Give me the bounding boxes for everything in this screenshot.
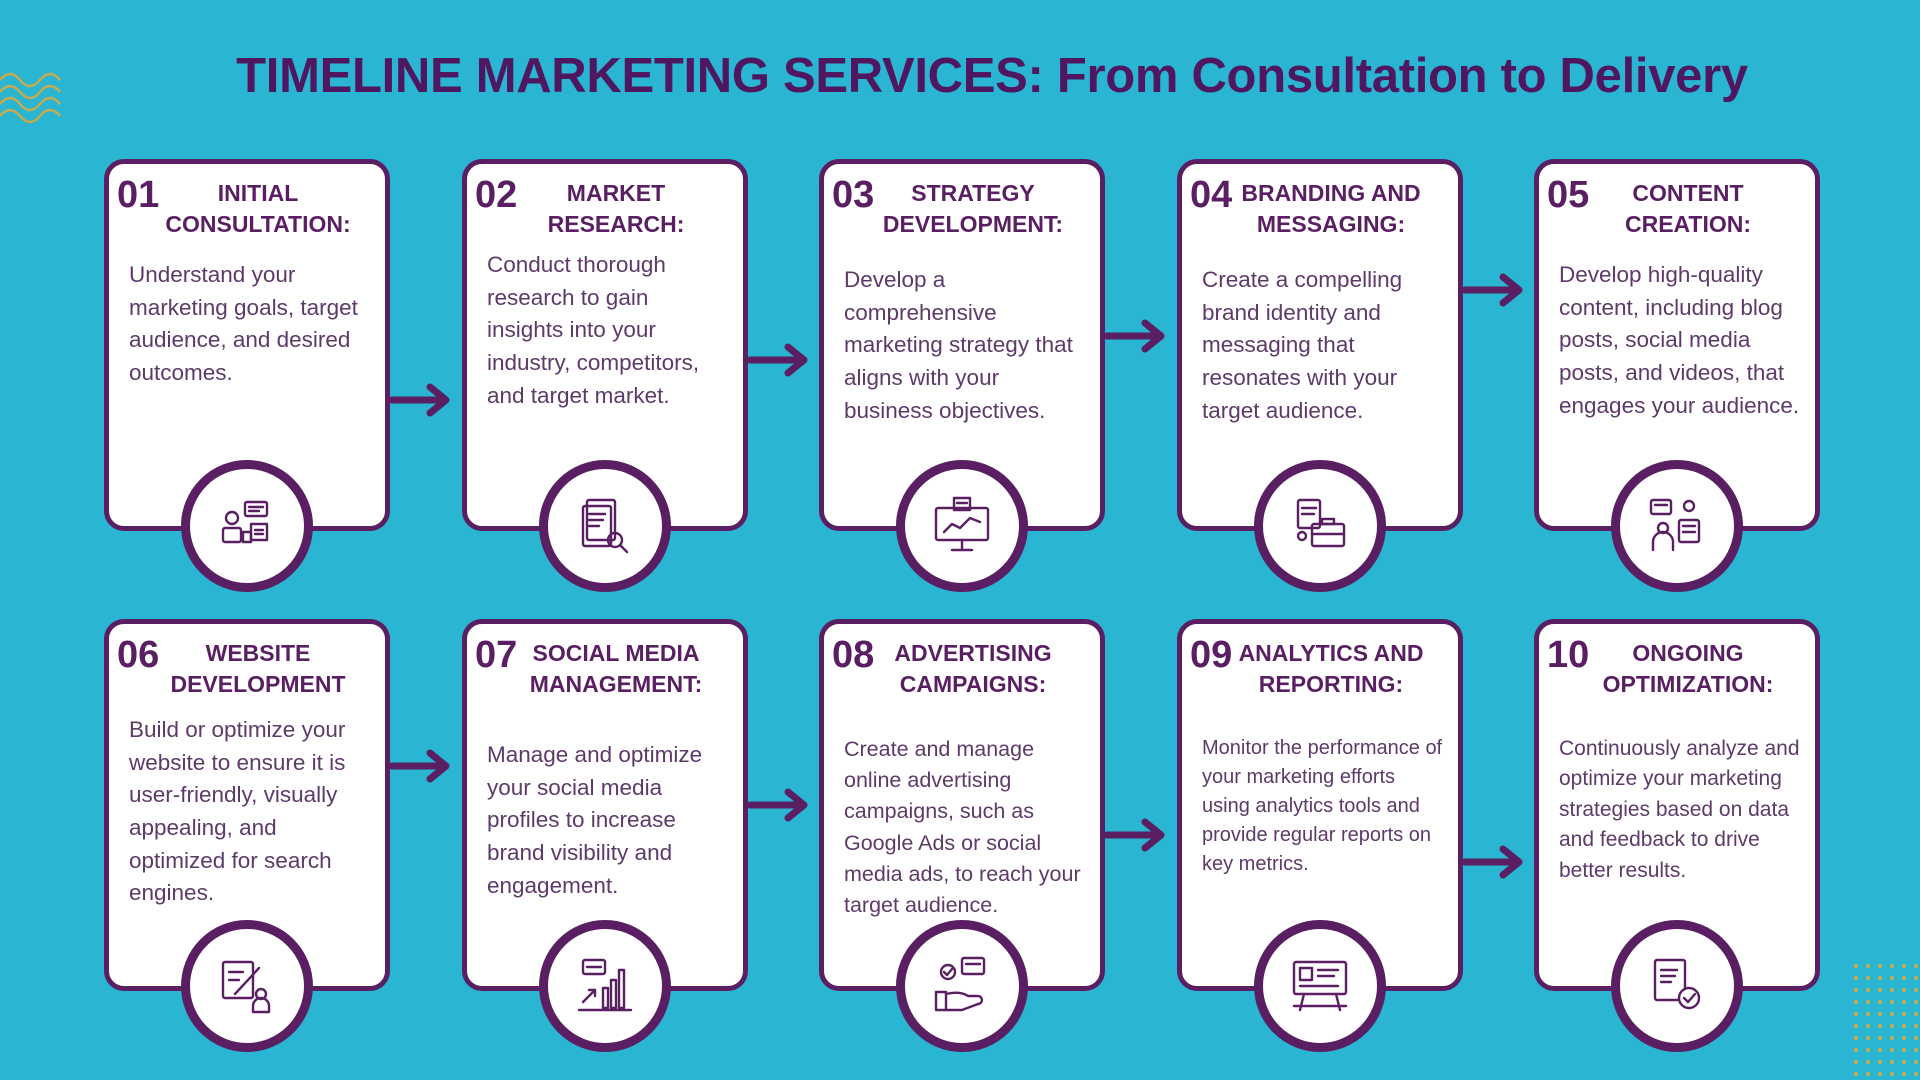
- arrow-right-icon: [1105, 818, 1165, 852]
- step-icon-circle: [1254, 920, 1386, 1052]
- step-icon-circle: [539, 920, 671, 1052]
- research-document-search-icon: [581, 498, 629, 554]
- step-description: Understand your marketing goals, target …: [129, 262, 358, 385]
- step-number: 03: [832, 174, 875, 216]
- step-icon-circle: [1254, 460, 1386, 592]
- consultation-icon: [221, 500, 269, 544]
- step-description: Build or optimize your website to ensure…: [129, 717, 346, 906]
- arrow-right-icon: [1463, 845, 1523, 879]
- step-number: 01: [117, 174, 160, 216]
- step-number: 04: [1190, 174, 1233, 216]
- edit-document-user-icon: [221, 960, 271, 1014]
- step-description: Develop a comprehensive marketing strate…: [844, 267, 1073, 423]
- step-card-01: 01 INITIAL CONSULTATION: Understand your…: [104, 159, 390, 531]
- step-number: 06: [117, 634, 160, 676]
- step-heading: ANALYTICS AND REPORTING:: [1238, 640, 1424, 697]
- monitor-strategy-icon: [934, 496, 990, 552]
- step-icon-circle: [1611, 920, 1743, 1052]
- step-number: 08: [832, 634, 875, 676]
- content-people-icon: [1649, 498, 1701, 552]
- step-number: 02: [475, 174, 518, 216]
- step-heading: ONGOING OPTIMIZATION:: [1602, 640, 1774, 697]
- step-heading: WEBSITE DEVELOPMENT: [170, 640, 346, 697]
- step-heading: STRATEGY DEVELOPMENT:: [882, 180, 1064, 237]
- briefcase-document-icon: [1296, 498, 1346, 548]
- step-description: Continuously analyze and optimize your m…: [1559, 737, 1800, 882]
- step-number: 07: [475, 634, 518, 676]
- step-description: Develop high-quality content, including …: [1559, 262, 1800, 418]
- bar-chart-growth-icon: [577, 958, 633, 1012]
- step-description: Create and manage online advertising cam…: [844, 737, 1081, 917]
- step-icon-circle: [1611, 460, 1743, 592]
- step-number: 09: [1190, 634, 1233, 676]
- step-heading: INITIAL CONSULTATION:: [165, 180, 351, 237]
- step-description: Manage and optimize your social media pr…: [487, 742, 703, 898]
- arrow-right-icon: [390, 749, 450, 783]
- step-icon-circle: [896, 920, 1028, 1052]
- step-heading: SOCIAL MEDIA MANAGEMENT:: [529, 640, 703, 697]
- step-description: Create a compelling brand identity and m…: [1202, 267, 1403, 423]
- page-title: TIMELINE MARKETING SERVICES: From Consul…: [236, 49, 1748, 103]
- step-heading: BRANDING AND MESSAGING:: [1241, 180, 1421, 237]
- presentation-board-icon: [1292, 960, 1348, 1012]
- arrow-right-icon: [748, 343, 808, 377]
- step-heading: MARKET RESEARCH:: [547, 180, 685, 237]
- arrow-right-icon: [1105, 319, 1165, 353]
- arrow-right-icon: [748, 788, 808, 822]
- step-icon-circle: [896, 460, 1028, 592]
- step-card-02: 02 MARKET RESEARCH: Conduct thorough res…: [462, 159, 748, 531]
- step-number: 10: [1547, 634, 1590, 676]
- step-description: Conduct thorough research to gain insigh…: [487, 252, 700, 408]
- step-icon-circle: [539, 460, 671, 592]
- step-heading: ADVERTISING CAMPAIGNS:: [894, 640, 1052, 697]
- step-number: 05: [1547, 174, 1590, 216]
- step-icon-circle: [181, 920, 313, 1052]
- arrow-right-icon: [1463, 273, 1523, 307]
- step-heading: CONTENT CREATION:: [1624, 180, 1752, 237]
- hand-approval-icon: [934, 956, 986, 1012]
- step-description: Monitor the performance of your marketin…: [1202, 737, 1443, 875]
- arrow-right-icon: [390, 383, 450, 417]
- step-icon-circle: [181, 460, 313, 592]
- document-check-icon: [1653, 958, 1701, 1010]
- dots-decoration-icon: [1854, 964, 1918, 1076]
- wave-decoration-icon: [0, 72, 61, 124]
